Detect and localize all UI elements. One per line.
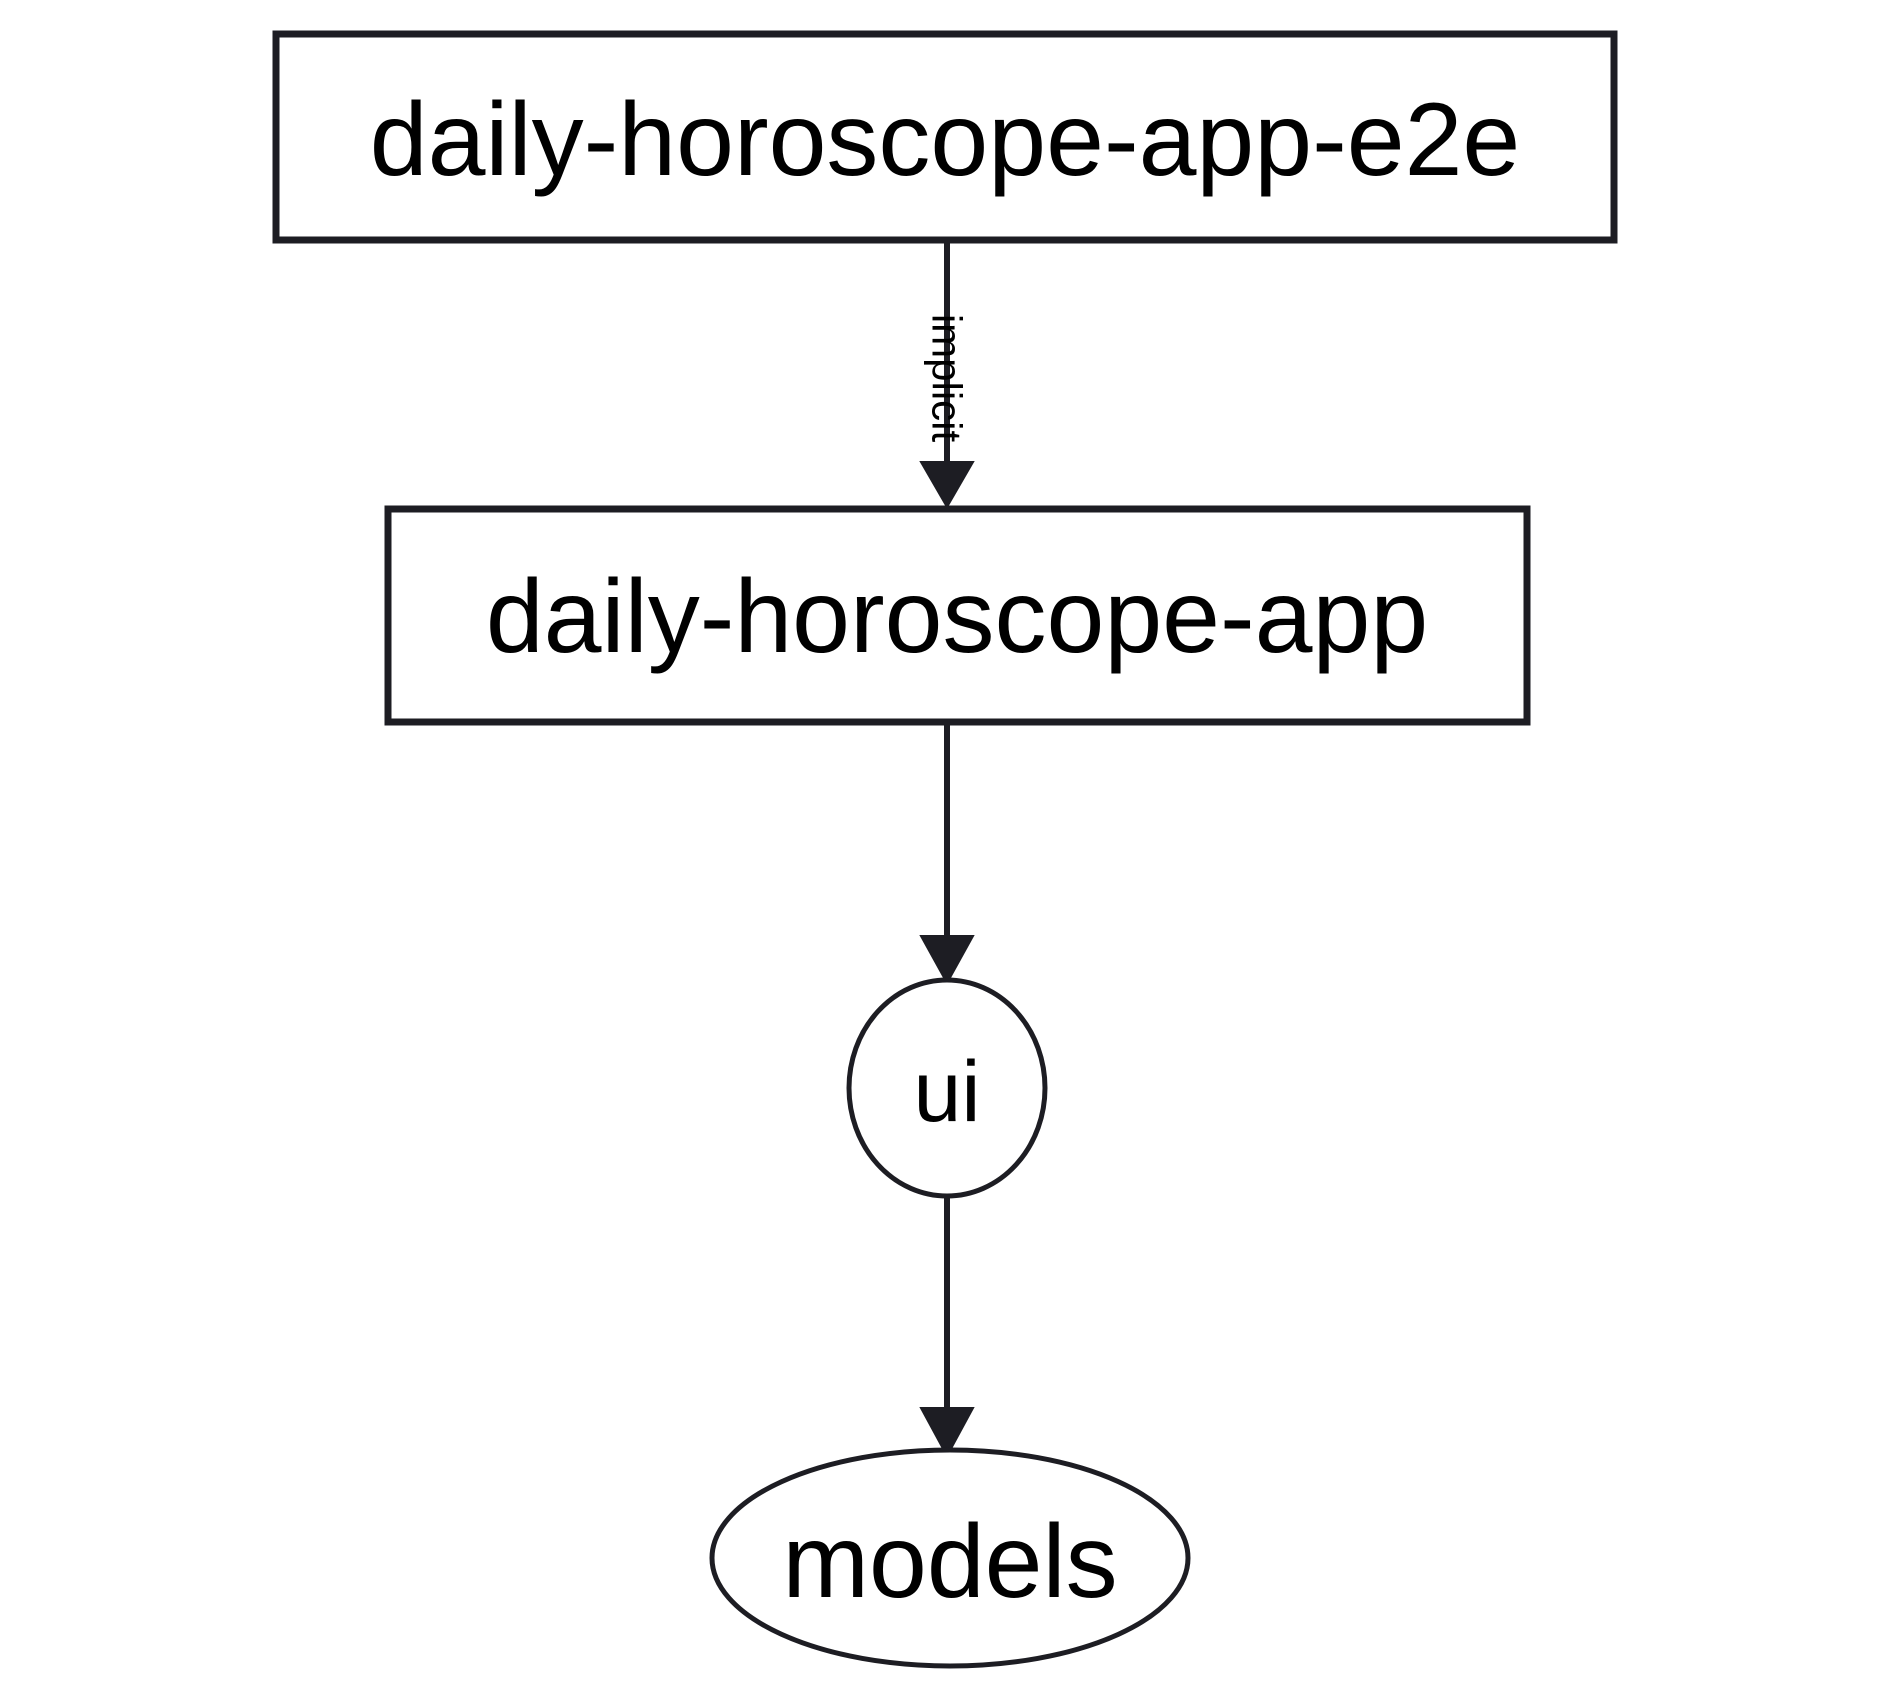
node-models[interactable]: models [709, 1447, 1191, 1669]
node-daily-horoscope-app[interactable]: daily-horoscope-app [384, 505, 1531, 726]
node-daily-horoscope-app-e2e-rect[interactable] [272, 30, 1618, 244]
node-ui-label: ui [914, 1044, 981, 1140]
edge-ui-to-models[interactable] [919, 1196, 975, 1459]
edge-ui-to-models-arrowhead [919, 1407, 975, 1459]
edge-e2e-to-app[interactable]: implicit [919, 243, 975, 509]
edge-label-implicit: implicit [924, 314, 971, 443]
node-daily-horoscope-app-rect[interactable] [384, 505, 1531, 726]
edge-e2e-to-app-arrowhead [919, 461, 975, 509]
node-models-ellipse[interactable] [709, 1447, 1191, 1669]
node-daily-horoscope-app-e2e[interactable]: daily-horoscope-app-e2e [272, 30, 1618, 244]
node-models-label: models [782, 1504, 1117, 1620]
edge-app-to-ui[interactable] [919, 725, 975, 986]
edge-app-to-ui-arrowhead [919, 935, 975, 986]
node-ui-ellipse[interactable] [846, 977, 1048, 1199]
node-daily-horoscope-app-e2e-label: daily-horoscope-app-e2e [370, 82, 1521, 198]
node-daily-horoscope-app-label: daily-horoscope-app [486, 559, 1428, 675]
node-ui[interactable]: ui [846, 977, 1048, 1199]
